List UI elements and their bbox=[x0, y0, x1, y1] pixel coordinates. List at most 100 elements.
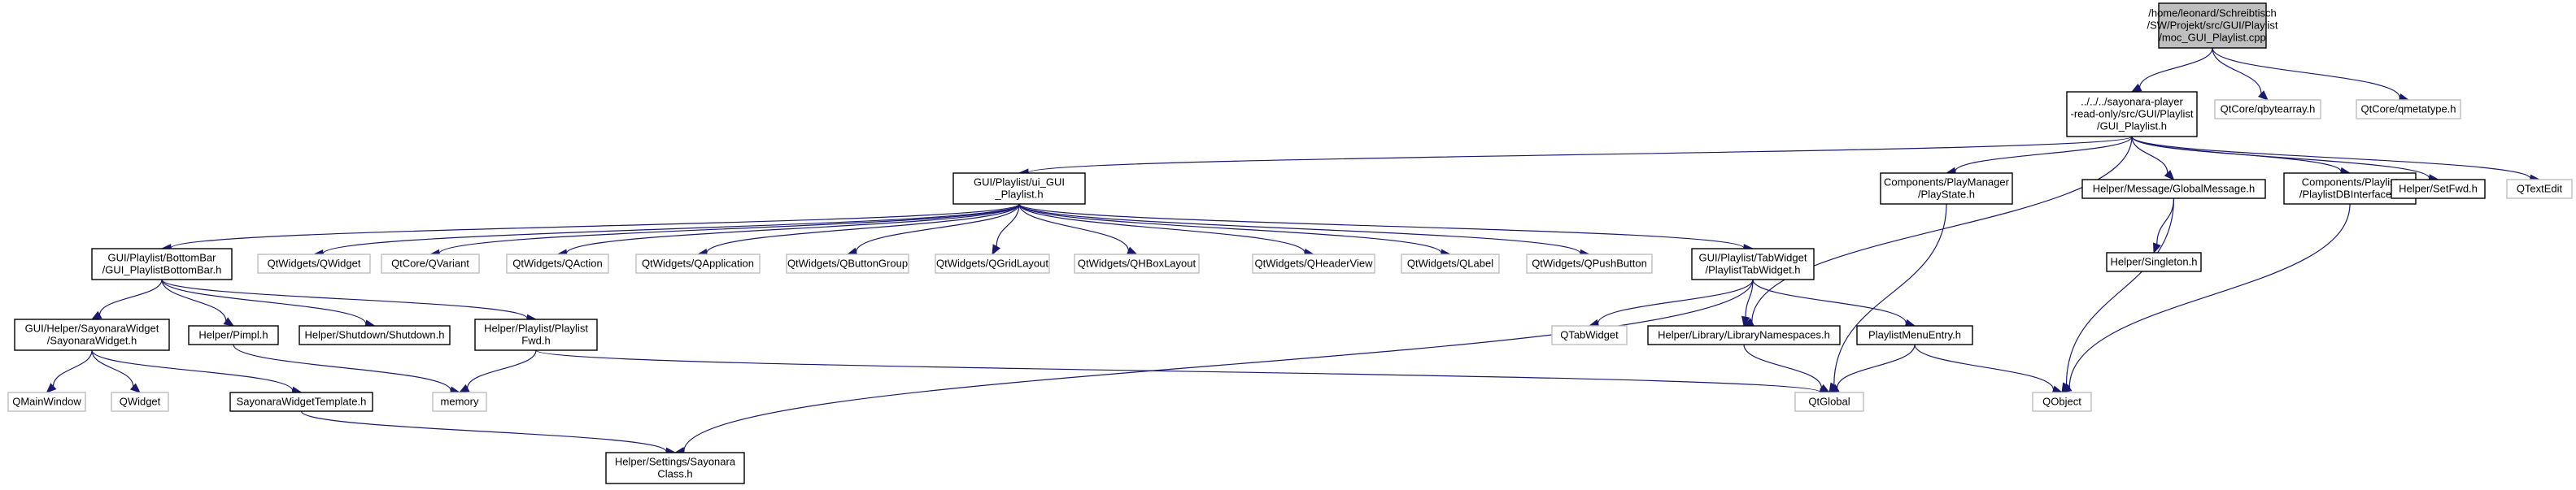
edge-tabwidget-to-sayonaraclass bbox=[673, 279, 1754, 456]
node-box bbox=[14, 319, 170, 351]
node-qapplication: QtWidgets/QApplication bbox=[635, 254, 761, 274]
node-singleton[interactable]: Helper/Singleton.h bbox=[2106, 252, 2202, 272]
edge-bottombar-to-shutdown bbox=[161, 279, 376, 328]
nodes-layer: /home/leonard/Schreibtisch/SW/Projekt/sr… bbox=[7, 2, 2573, 484]
node-label-line: QtWidgets/QHBoxLayout bbox=[1078, 258, 1196, 270]
edge-sayonarawidget-to-qwidget bbox=[91, 349, 141, 393]
node-qhboxlayout: QtWidgets/QHBoxLayout bbox=[1074, 254, 1200, 274]
node-box bbox=[2506, 179, 2573, 199]
node-ui-gui-playlist[interactable]: GUI/Playlist/ui_GUI_Playlist.h bbox=[952, 172, 1086, 205]
node-qlabel: QtWidgets/QLabel bbox=[1401, 254, 1500, 274]
node-bottombar[interactable]: GUI/Playlist/BottomBar/GUI_PlaylistBotto… bbox=[91, 248, 233, 280]
node-box bbox=[635, 254, 761, 274]
edge-line bbox=[683, 279, 1754, 452]
node-qaction: QtWidgets/QAction bbox=[506, 254, 609, 274]
edge-sayonarawidgettemplate-to-sayonaraclass bbox=[300, 410, 677, 456]
node-tabwidget[interactable]: GUI/Playlist/TabWidget/PlaylistTabWidget… bbox=[1691, 248, 1815, 280]
edge-line bbox=[2212, 47, 2262, 94]
edge-line bbox=[1018, 203, 1581, 254]
node-box bbox=[257, 254, 371, 274]
edge-line bbox=[1018, 203, 1129, 251]
node-label-line: /SayonaraWidget.h bbox=[47, 335, 137, 347]
node-box bbox=[2391, 179, 2486, 199]
edge-arrowhead bbox=[2153, 242, 2161, 254]
edge-ui_gui_playlist-to-qlabel bbox=[1018, 203, 1452, 258]
edge-line bbox=[1836, 344, 1916, 388]
node-label-line: QtCore/qmetatype.h bbox=[2360, 103, 2456, 115]
edge-arrowhead bbox=[129, 383, 141, 393]
edge-arrowhead bbox=[1828, 382, 1838, 394]
node-playstate[interactable]: Components/PlayManager/PlayState.h bbox=[1880, 172, 2013, 205]
node-box bbox=[1252, 254, 1375, 274]
node-qmetatype: QtCore/qmetatype.h bbox=[2356, 99, 2461, 119]
edge-line bbox=[2139, 47, 2213, 88]
node-label-line: Helper/Library/LibraryNamespaces.h bbox=[1658, 329, 1830, 341]
edge-root-to-qmetatype bbox=[2212, 47, 2410, 102]
edge-line bbox=[300, 410, 667, 453]
node-label-line: Helper/SetFwd.h bbox=[2399, 183, 2478, 195]
node-qbytearray: QtCore/qbytearray.h bbox=[2214, 99, 2321, 119]
edge-sayonarawidget-to-qmainwindow bbox=[46, 349, 93, 393]
node-label-line: -read-only/src/GUI/Playlist bbox=[2071, 108, 2194, 120]
node-box bbox=[2356, 99, 2461, 119]
edge-line bbox=[161, 279, 227, 322]
node-label-line: Helper/Playlist/Playlist bbox=[484, 323, 588, 335]
node-shutdown[interactable]: Helper/Shutdown/Shutdown.h bbox=[299, 325, 451, 345]
node-qwidget: QWidget bbox=[111, 392, 169, 412]
node-playlistmenuentry[interactable]: PlaylistMenuEntry.h bbox=[1856, 325, 1973, 345]
node-memory: memory bbox=[432, 392, 487, 412]
node-box bbox=[7, 392, 86, 412]
edge-tabwidget-to-qtabwidget bbox=[1588, 279, 1754, 327]
node-qwidget-w: QtWidgets/QWidget bbox=[257, 254, 371, 274]
edge-arrowhead bbox=[2258, 90, 2269, 101]
node-label-line: QWidget bbox=[120, 396, 161, 408]
edge-gui_playlist_h-to-ui_gui_playlist bbox=[1018, 136, 2133, 177]
node-box bbox=[605, 452, 745, 484]
node-setfwd[interactable]: Helper/SetFwd.h bbox=[2391, 179, 2486, 199]
edge-line bbox=[1018, 203, 1305, 254]
edge-ui_gui_playlist-to-qpushbutton bbox=[1018, 203, 1591, 258]
node-box bbox=[1647, 325, 1841, 345]
edge-line bbox=[1751, 136, 2133, 323]
edge-ui_gui_playlist-to-qhboxlayout bbox=[1018, 203, 1138, 255]
edge-line bbox=[161, 279, 528, 319]
node-label-line: GUI/Playlist/BottomBar bbox=[108, 252, 217, 264]
edge-playlistmenuentry-to-qobject bbox=[1914, 344, 2064, 394]
edge-arrowhead bbox=[2164, 170, 2175, 180]
node-librarynamespaces[interactable]: Helper/Library/LibraryNamespaces.h bbox=[1647, 325, 1841, 345]
edge-line bbox=[996, 203, 1020, 247]
node-label-line: Components/PlayManager bbox=[1884, 176, 2010, 189]
edge-ui_gui_playlist-to-tabwidget bbox=[1018, 203, 1754, 253]
node-box bbox=[1526, 254, 1653, 274]
edges-layer bbox=[46, 47, 2541, 456]
node-qheaderview: QtWidgets/QHeaderView bbox=[1252, 254, 1375, 274]
node-sayonarawidget[interactable]: GUI/Helper/SayonaraWidget/SayonaraWidget… bbox=[14, 319, 170, 351]
node-label-line: GUI/Playlist/TabWidget bbox=[1699, 252, 1807, 264]
node-box bbox=[299, 325, 451, 345]
node-gui-playlist-h[interactable]: ../../../sayonara-player-read-only/src/G… bbox=[2066, 91, 2198, 137]
node-root[interactable]: /home/leonard/Schreibtisch/SW/Projekt/sr… bbox=[2147, 2, 2278, 49]
node-box bbox=[2106, 252, 2202, 272]
edge-arrowhead bbox=[2060, 384, 2073, 393]
edge-line bbox=[1027, 136, 2133, 174]
node-sayonarawidgettemplate[interactable]: SayonaraWidgetTemplate.h bbox=[229, 392, 373, 412]
node-box bbox=[1880, 172, 2013, 205]
node-label-line: QTextEdit bbox=[2517, 183, 2563, 195]
edge-gui_playlist_h-to-globalmessage bbox=[2131, 136, 2175, 180]
node-label-line: Fwd.h bbox=[521, 335, 550, 347]
edge-line bbox=[1018, 203, 1745, 249]
node-label-line: GUI/Playlist/ui_GUI bbox=[974, 176, 1065, 189]
node-globalmessage[interactable]: Helper/Message/GlobalMessage.h bbox=[2081, 179, 2266, 199]
edge-arrowhead bbox=[90, 310, 102, 320]
node-label-line: /PlayState.h bbox=[1918, 189, 1975, 201]
node-box bbox=[786, 254, 909, 274]
node-label-line: GUI/Helper/SayonaraWidget bbox=[25, 323, 159, 335]
edge-playlistfwd-to-memory bbox=[458, 349, 537, 393]
node-pimpl[interactable]: Helper/Pimpl.h bbox=[188, 325, 279, 345]
edge-line bbox=[233, 344, 451, 391]
edge-line bbox=[170, 203, 1020, 249]
edge-gui_playlist_h-to-playlistdbinterface bbox=[2131, 136, 2352, 176]
node-qmainwindow: QMainWindow bbox=[7, 392, 86, 412]
